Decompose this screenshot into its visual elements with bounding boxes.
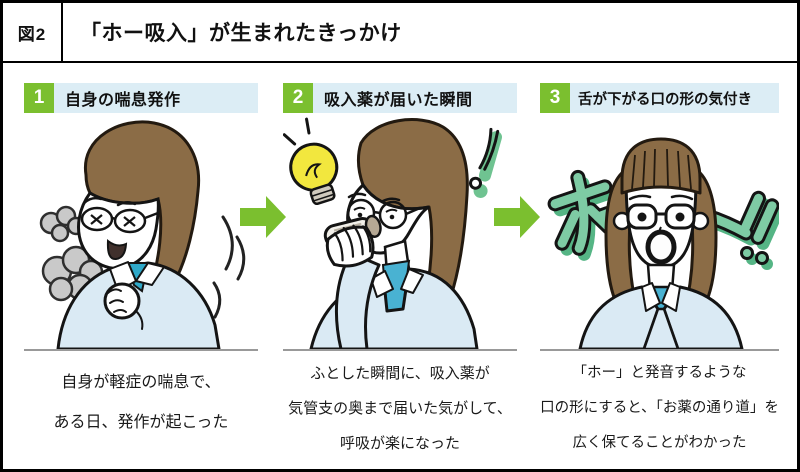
caption-line: ふとした瞬間に、吸入薬が xyxy=(310,365,490,382)
eyes xyxy=(353,206,398,220)
step-3-heading: 舌が下がる口の形の気付き xyxy=(570,83,779,113)
panel-2-header: 2 吸入薬が届いた瞬間 xyxy=(283,83,517,113)
worried-eyebrows xyxy=(82,196,137,207)
figure-title: 「ホー吸入」が生まれたきっかけ xyxy=(80,22,402,45)
illustration-woman-inhaler xyxy=(283,113,517,349)
collar xyxy=(641,282,681,312)
sound-effect-ho xyxy=(547,169,779,270)
gripping-hand xyxy=(325,224,375,268)
panel-step-3: 3 舌が下がる口の形の気付き xyxy=(540,83,779,461)
fringe-bangs xyxy=(620,137,702,195)
step-2-number-badge: 2 xyxy=(283,83,313,113)
right-arrow-icon xyxy=(240,196,286,238)
step-2-heading: 吸入薬が届いた瞬間 xyxy=(313,83,517,113)
caption-line: 気管支の奥まで届いた気がして、 xyxy=(288,400,512,417)
o-shaped-mouth xyxy=(645,229,677,265)
eyes xyxy=(637,212,685,222)
caption-line: 呼吸が楽になった xyxy=(339,435,460,452)
figure-number-label: 図2 xyxy=(3,3,63,61)
figure-title-band: 図2 「ホー吸入」が生まれたきっかけ xyxy=(3,3,797,63)
panel-1-header: 1 自身の喘息発作 xyxy=(24,83,258,113)
shiver-motion-lines xyxy=(212,215,246,319)
panel-3-divider xyxy=(540,349,779,351)
illustration-woman-ho xyxy=(540,113,779,349)
panel-2-caption: ふとした瞬間に、吸入薬が 気管支の奥まで届いた気がして、 呼吸が楽になった xyxy=(283,351,517,461)
panel-step-1: 1 自身の喘息発作 xyxy=(24,83,258,443)
woman-inhaler-svg xyxy=(283,117,503,349)
caption-line: 口の形にすると、「お薬の通り道」を xyxy=(540,400,779,416)
panel-3-caption: 「ホー」と発音するような 口の形にすると、「お薬の通り道」を 広く保てることがわ… xyxy=(540,351,779,461)
woman-coughing-svg xyxy=(39,120,246,349)
clenched-fist xyxy=(103,282,144,330)
caption-line: 広く保てることがわかった xyxy=(572,435,747,451)
right-arrow-icon xyxy=(494,196,540,238)
caption-line: 「ホー」と発音するような xyxy=(572,365,747,381)
panel-1-divider xyxy=(24,349,258,351)
panel-step-2: 2 吸入薬が届いた瞬間 xyxy=(283,83,517,461)
ears xyxy=(612,211,710,231)
step-arrow-2 xyxy=(494,195,541,239)
lightbulb-icon xyxy=(283,117,339,206)
eyebrows xyxy=(628,194,694,201)
woman-ho-svg xyxy=(547,137,779,349)
step-1-heading: 自身の喘息発作 xyxy=(54,83,258,113)
step-1-number-badge: 1 xyxy=(24,83,54,113)
step-arrow-1 xyxy=(240,195,287,239)
panel-3-header: 3 舌が下がる口の形の気付き xyxy=(540,83,779,113)
fringe-strands xyxy=(631,148,692,190)
glasses-closed-eyes xyxy=(80,206,159,234)
cardigan-chest xyxy=(642,307,680,349)
eyebrows xyxy=(347,192,401,203)
collar xyxy=(370,268,424,298)
figure-content: 1 自身の喘息発作 xyxy=(3,63,797,469)
panel-1-caption: 自身が軽症の喘息で、 ある日、発作が起こった xyxy=(24,351,258,443)
panel-2-divider xyxy=(283,349,517,351)
coughing-mouth xyxy=(106,239,128,261)
illustration-woman-coughing xyxy=(24,113,258,349)
step-3-number-badge: 3 xyxy=(540,83,570,113)
caption-line: 自身が軽症の喘息で、 xyxy=(61,374,221,391)
caption-line: ある日、発作が起こった xyxy=(53,414,229,431)
exclamation-icon xyxy=(469,127,503,198)
